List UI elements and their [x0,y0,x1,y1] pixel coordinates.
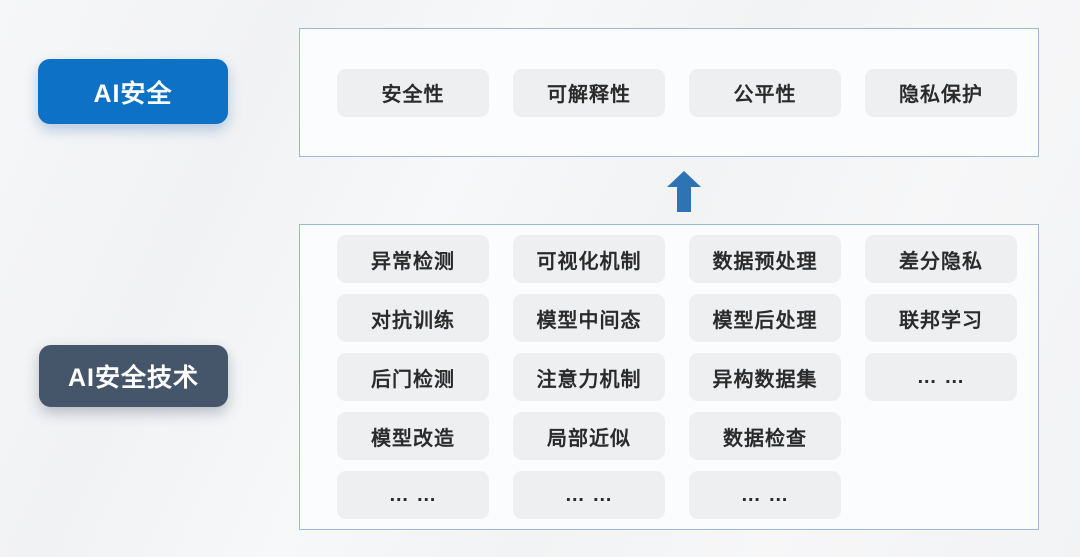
tech-chip: 模型中间态 [513,294,665,342]
tech-chip: 局部近似 [513,412,665,460]
tech-chip: 注意力机制 [513,353,665,401]
tech-chip: 数据检查 [689,412,841,460]
tech-chip: 对抗训练 [337,294,489,342]
tech-chip: 数据预处理 [689,235,841,283]
tech-chip: 差分隐私 [865,235,1017,283]
ai-safety-tech-box: 异常检测 可视化机制 数据预处理 差分隐私 对抗训练 模型中间态 模型后处理 联… [299,224,1039,530]
ai-safety-tech-pill: AI安全技术 [39,345,228,407]
tech-chip: 后门检测 [337,353,489,401]
property-chip: 可解释性 [513,68,665,117]
up-arrow-icon [667,171,701,212]
tech-chip: 联邦学习 [865,294,1017,342]
tech-chip: 可视化机制 [513,235,665,283]
tech-chip: 异常检测 [337,235,489,283]
tech-chip: … … [689,471,841,519]
property-chip: 隐私保护 [865,68,1017,117]
tech-chip: … … [513,471,665,519]
property-chip: 安全性 [337,68,489,117]
ai-safety-pill: AI安全 [38,59,228,124]
tech-chip: … … [337,471,489,519]
tech-chip: … … [865,353,1017,401]
tech-chip: 异构数据集 [689,353,841,401]
ai-safety-properties-box: 安全性 可解释性 公平性 隐私保护 [299,28,1039,157]
tech-chip: 模型后处理 [689,294,841,342]
tech-chip: 模型改造 [337,412,489,460]
property-chip: 公平性 [689,68,841,117]
